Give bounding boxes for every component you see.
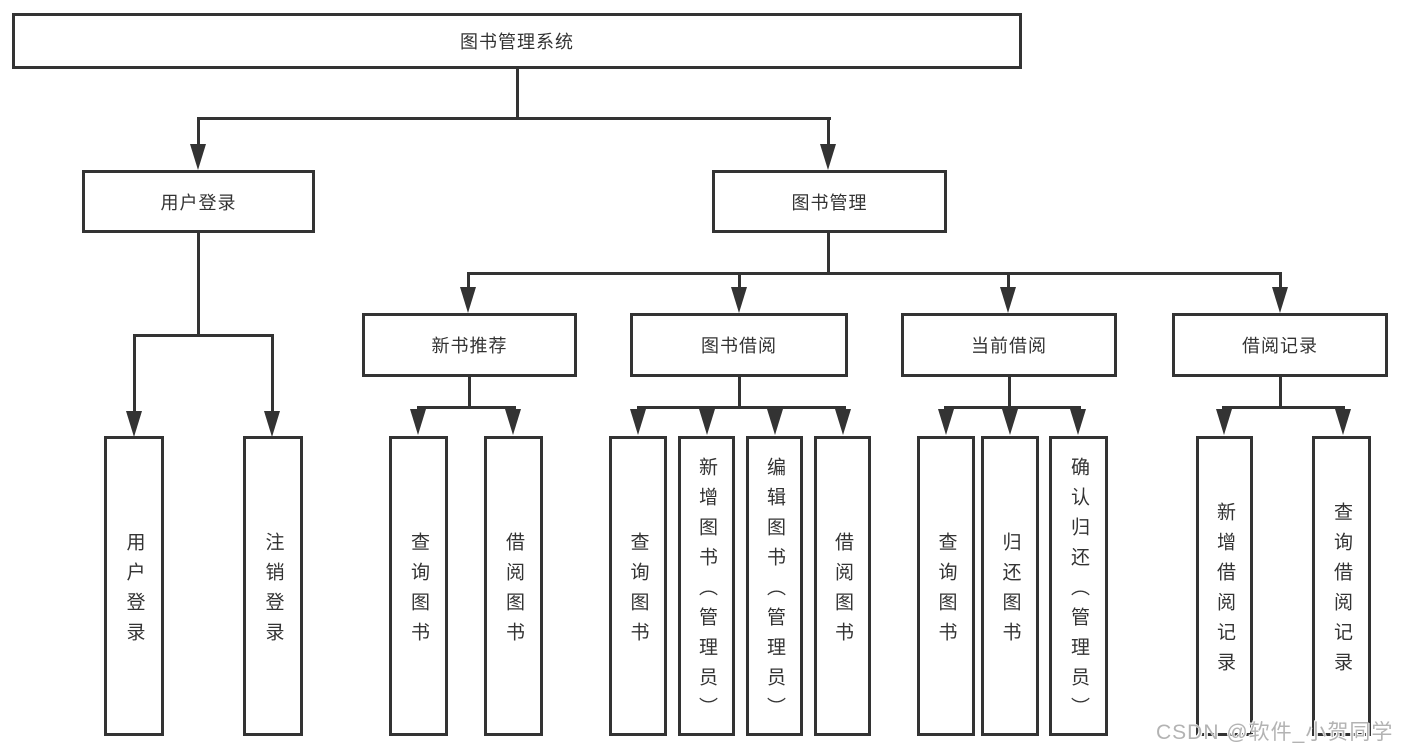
connector-line — [1222, 406, 1345, 409]
connector-line — [827, 117, 830, 146]
arrow-down-icon — [630, 409, 646, 435]
connector-line — [417, 406, 516, 409]
leaf-label: 注销登录 — [262, 531, 284, 652]
connector-line — [271, 334, 274, 413]
arrow-down-icon — [835, 409, 851, 435]
node-book-management: 图书管理 — [712, 170, 947, 233]
connector-line — [467, 272, 470, 289]
leaf-label: 用户登录 — [123, 531, 145, 652]
arrow-down-icon — [820, 144, 836, 170]
leaf-label: 查询图书 — [408, 531, 429, 652]
csdn-watermark: CSDN @软件_小贺同学 — [1156, 721, 1394, 744]
leaf-confirm-return-admin: 确认归还（管理员） — [1049, 436, 1108, 736]
arrow-down-icon — [126, 411, 142, 437]
connector-line — [467, 272, 1282, 275]
leaf-label: 查询图书 — [935, 531, 957, 652]
node-borrow-records: 借阅记录 — [1172, 313, 1388, 377]
leaf-label: 借阅图书 — [503, 531, 524, 652]
leaf-label: 归还图书 — [999, 531, 1021, 652]
connector-line — [1008, 375, 1011, 408]
leaf-return-book: 归还图书 — [981, 436, 1039, 736]
node-label: 图书管理系统 — [460, 32, 574, 52]
arrow-down-icon — [410, 409, 426, 435]
connector-line — [738, 272, 741, 289]
arrow-down-icon — [938, 409, 954, 435]
arrow-down-icon — [699, 409, 715, 435]
connector-line — [133, 334, 136, 413]
connector-line — [133, 334, 274, 337]
connector-line — [197, 117, 831, 120]
leaf-label: 新增借阅记录 — [1214, 501, 1235, 682]
leaf-edit-book-admin: 编辑图书（管理员） — [746, 436, 803, 736]
arrow-down-icon — [1002, 409, 1018, 435]
leaf-add-book-admin: 新增图书（管理员） — [678, 436, 735, 736]
arrow-down-icon — [1335, 409, 1351, 435]
connector-line — [637, 406, 846, 409]
connector-line — [944, 406, 1081, 409]
arrow-down-icon — [767, 409, 783, 435]
leaf-label: 确认归还（管理员） — [1068, 456, 1089, 727]
node-label: 用户登录 — [160, 192, 237, 213]
node-label: 新书推荐 — [431, 336, 508, 356]
leaf-recommend-borrow-books: 借阅图书 — [484, 436, 543, 736]
connector-line — [827, 231, 830, 275]
arrow-down-icon — [505, 409, 521, 435]
leaf-user-login: 用户登录 — [104, 436, 164, 736]
node-label: 图书管理 — [791, 192, 868, 213]
leaf-borrow-query-books: 查询图书 — [609, 436, 667, 736]
connector-line — [516, 68, 519, 118]
node-label: 借阅记录 — [1242, 336, 1318, 356]
leaf-label: 新增图书（管理员） — [696, 456, 717, 727]
connector-line — [1007, 272, 1010, 289]
arrow-down-icon — [190, 144, 206, 170]
leaf-label: 查询借阅记录 — [1331, 501, 1352, 682]
connector-line — [1279, 375, 1282, 408]
node-new-book-recommend: 新书推荐 — [362, 313, 577, 377]
leaf-query-borrow-record: 查询借阅记录 — [1312, 436, 1371, 736]
node-book-borrow: 图书借阅 — [630, 313, 848, 377]
node-current-borrow: 当前借阅 — [901, 313, 1117, 377]
arrow-down-icon — [1216, 409, 1232, 435]
arrow-down-icon — [460, 287, 476, 313]
node-library-management-system: 图书管理系统 — [12, 13, 1022, 69]
arrow-down-icon — [264, 411, 280, 437]
connector-line — [1279, 272, 1282, 289]
arrow-down-icon — [1272, 287, 1288, 313]
leaf-current-query-books: 查询图书 — [917, 436, 975, 736]
leaf-label: 查询图书 — [627, 531, 649, 652]
leaf-recommend-query-books: 查询图书 — [389, 436, 448, 736]
node-user-login: 用户登录 — [82, 170, 315, 233]
arrow-down-icon — [731, 287, 747, 313]
connector-line — [738, 375, 741, 408]
leaf-borrow-borrow-books: 借阅图书 — [814, 436, 871, 736]
node-label: 图书借阅 — [701, 336, 777, 356]
leaf-label: 编辑图书（管理员） — [764, 456, 785, 727]
connector-line — [197, 117, 200, 146]
leaf-logout: 注销登录 — [243, 436, 303, 736]
arrow-down-icon — [1070, 409, 1086, 435]
connector-line — [197, 231, 200, 337]
leaf-add-borrow-record: 新增借阅记录 — [1196, 436, 1253, 736]
connector-line — [468, 375, 471, 408]
leaf-label: 借阅图书 — [832, 531, 853, 652]
arrow-down-icon — [1000, 287, 1016, 313]
node-label: 当前借阅 — [971, 336, 1047, 356]
